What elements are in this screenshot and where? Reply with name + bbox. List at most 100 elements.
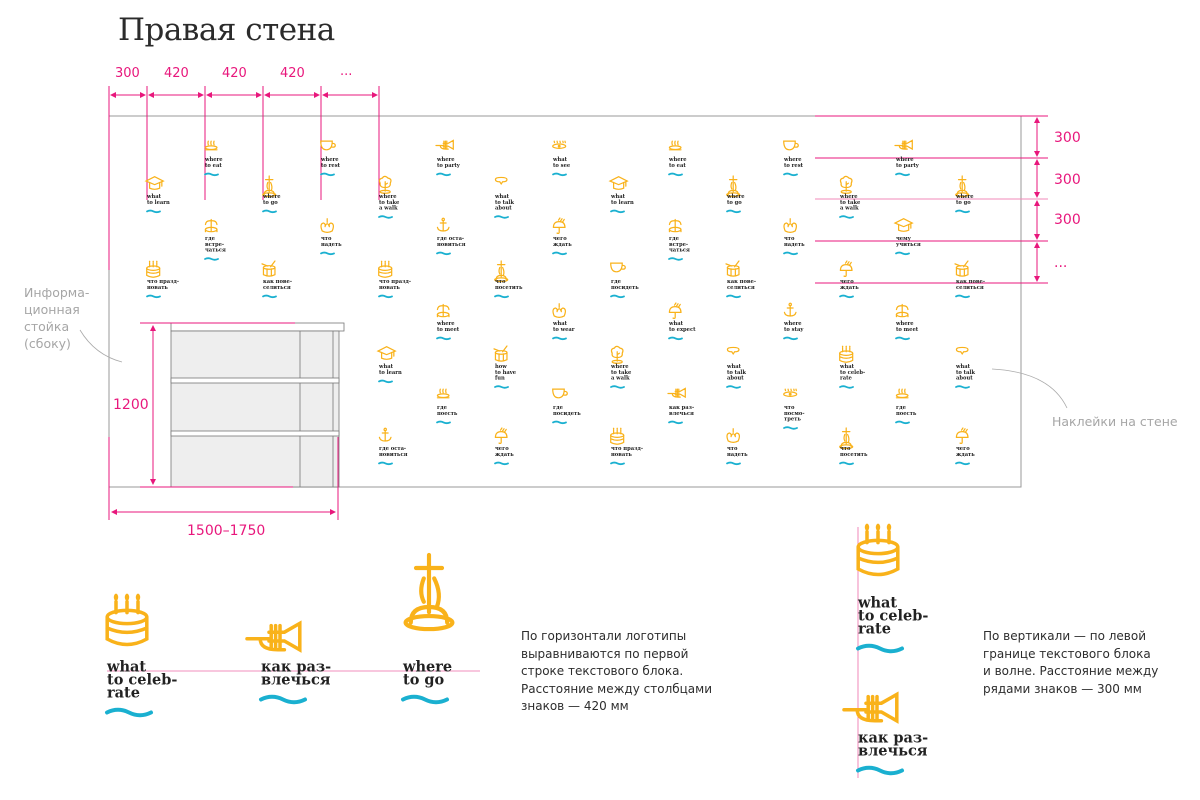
wave-icon <box>856 643 904 654</box>
wave-icon <box>783 172 798 177</box>
wave-icon <box>401 694 449 705</box>
sticker-label: to rest <box>784 163 804 169</box>
sticker-label: to see <box>553 163 571 169</box>
sticker-label: посмо- <box>784 411 805 417</box>
steam-icon <box>895 388 909 399</box>
sticker-label: to learn <box>611 200 634 206</box>
column-dimension-label: 420 <box>222 66 247 81</box>
sticker-label: новать <box>379 285 400 291</box>
sticker-label: to go <box>263 200 278 206</box>
sticker-label: где <box>896 405 907 411</box>
sticker-label: где <box>205 236 216 242</box>
callout-line: Информа- <box>24 285 90 300</box>
sticker-label: что <box>784 236 795 242</box>
trumpet-icon <box>842 691 899 724</box>
sticker-label: where <box>839 194 858 200</box>
sticker-label: посидеть <box>611 285 639 291</box>
sticker-label: чего <box>840 279 854 285</box>
sticker-label: where <box>436 321 455 327</box>
wave-icon <box>726 209 741 214</box>
sticker-label: where <box>610 364 629 370</box>
sticker-label: новиться <box>437 242 466 248</box>
wave-icon <box>668 172 683 177</box>
fountain-icon <box>668 218 682 233</box>
callout-line: (сбоку) <box>24 336 71 351</box>
wave-icon <box>378 461 393 466</box>
sticker-label: a walk <box>611 375 630 381</box>
sticker-label: a walk <box>379 205 398 211</box>
wave-icon <box>494 461 509 466</box>
sticker: как раз-влечься <box>842 691 928 776</box>
cup-icon <box>320 140 336 151</box>
sticker-label: what <box>726 364 742 370</box>
statue-icon <box>955 175 970 198</box>
wave-icon <box>610 209 625 214</box>
wave-icon <box>839 294 854 299</box>
sticker-label: fun <box>495 375 505 381</box>
sticker-label: to celeb- <box>840 370 865 376</box>
sticker-label: чаться <box>669 247 690 253</box>
sticker-label: влечься <box>669 411 694 417</box>
sticker-label: селиться <box>263 285 291 291</box>
row-dimension-label: 300 <box>1054 212 1081 228</box>
column-dimension-label: ... <box>340 64 353 79</box>
caption-line: рядами знаков — 300 мм <box>983 681 1142 696</box>
callout-line: ционная <box>24 302 80 317</box>
steam-icon <box>204 140 218 151</box>
wave-icon <box>494 294 509 299</box>
umbrella-icon <box>552 217 566 234</box>
page-title: Правая стена <box>118 12 335 48</box>
sticker-label: посетить <box>840 452 868 458</box>
wave-icon <box>610 385 625 389</box>
crown-icon <box>552 303 566 319</box>
column-dimension-label: 420 <box>164 66 189 81</box>
eye-icon <box>552 140 567 149</box>
cup-icon <box>783 140 799 151</box>
sticker-label: чаться <box>205 247 226 253</box>
sticker-label: about <box>727 375 744 381</box>
caption-line: границе текстового блока <box>983 646 1151 661</box>
trumpet-icon <box>894 139 913 151</box>
sticker-label: что празд- <box>611 446 643 452</box>
sticker-label: what <box>378 364 394 370</box>
fountain-icon <box>895 303 909 318</box>
caption-line: и волне. Расстояние между <box>983 664 1159 678</box>
wave-icon <box>105 707 153 718</box>
sticker-label: where <box>668 157 687 163</box>
sticker-label: what <box>494 194 510 200</box>
wave-icon <box>146 294 161 299</box>
sticker-label: a walk <box>840 205 859 211</box>
hat-icon <box>144 176 165 190</box>
sticker-label: ждать <box>840 285 859 291</box>
sticker-label: где оста- <box>379 446 406 452</box>
wave-icon <box>839 461 854 466</box>
sticker: как пове-селиться <box>261 260 292 299</box>
sticker-label: что <box>495 279 506 285</box>
sticker-label: to meet <box>437 327 460 333</box>
sticker-label: what <box>668 321 684 327</box>
cake-icon <box>378 260 393 278</box>
sticker-label: to celeb- <box>107 672 177 689</box>
sticker-label: what <box>106 659 146 676</box>
sticker-label: селиться <box>727 285 755 291</box>
stickers-callout: Наклейки на стене <box>1052 414 1178 429</box>
cake-icon <box>105 593 149 647</box>
sticker-label: чего <box>956 446 970 452</box>
row-dimension-label: 300 <box>1054 130 1081 146</box>
wave-icon <box>259 694 307 705</box>
sticker: что празд-новать <box>146 260 179 299</box>
sticker-label: where <box>895 321 914 327</box>
sticker-label: where <box>320 157 339 163</box>
tree-icon <box>378 175 392 194</box>
